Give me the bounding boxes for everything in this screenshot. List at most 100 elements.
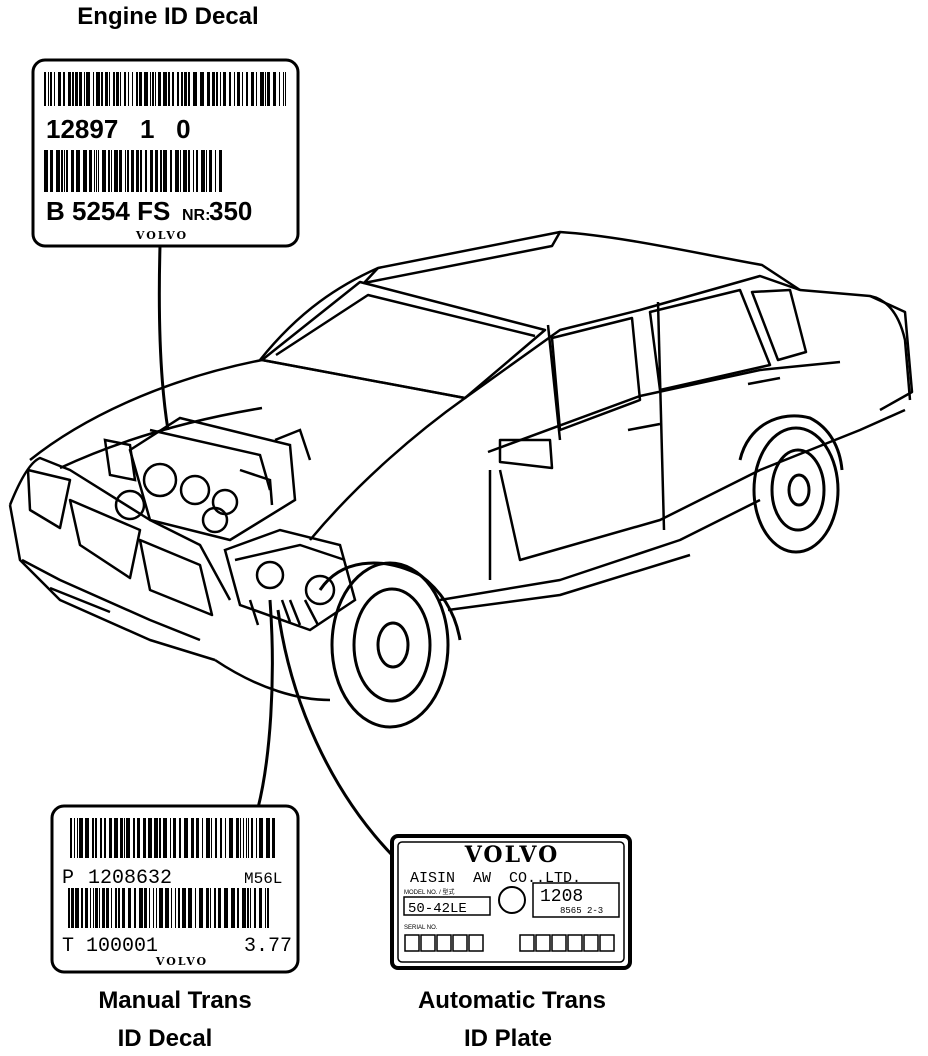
barcode-bar	[259, 818, 263, 858]
barcode-bar	[272, 818, 275, 858]
barcode-bar	[149, 888, 150, 928]
barcode-bar	[188, 888, 192, 928]
barcode-bar	[247, 888, 249, 928]
barcode-bar	[85, 818, 89, 858]
barcode-bar	[172, 72, 174, 106]
barcode-bar	[109, 72, 110, 106]
barcode-bar	[265, 888, 266, 928]
barcode-bar	[256, 818, 257, 858]
barcode-bar	[64, 150, 65, 192]
rear-wheel	[738, 414, 844, 554]
barcode-bar	[246, 72, 248, 106]
barcode-bar	[133, 818, 135, 858]
caption-manual-trans-line2: ID Decal	[118, 1025, 213, 1052]
barcode-bar	[98, 150, 99, 192]
barcode-bar	[178, 888, 180, 928]
manual-barcode-top	[70, 818, 275, 858]
manual-serial-prefix: P	[62, 867, 74, 890]
barcode-bar	[234, 72, 235, 106]
barcode-bar	[71, 888, 74, 928]
barcode-bar	[154, 818, 158, 858]
barcode-bar	[242, 888, 246, 928]
barcode-bar	[139, 72, 142, 106]
barcode-bar	[111, 150, 112, 192]
barcode-bar	[266, 818, 270, 858]
barcode-bar	[153, 888, 154, 928]
engine-assembly	[103, 416, 312, 542]
barcode-bar	[50, 72, 52, 106]
barcode-bar	[183, 150, 187, 192]
barcode-bar	[58, 72, 61, 106]
barcode-bar	[105, 72, 108, 106]
barcode-bar	[215, 818, 217, 858]
barcode-bar	[170, 818, 171, 858]
barcode-bar	[128, 72, 129, 106]
barcode-bar	[56, 150, 60, 192]
barcode-bar	[75, 888, 79, 928]
barcode-bar	[193, 72, 197, 106]
manual-trans-id-decal: P 1208632 M56L T 100001 3.77 VOLVO	[50, 804, 300, 974]
barcode-bar	[155, 150, 158, 192]
barcode-bar	[115, 888, 117, 928]
barcode-bar	[48, 72, 49, 106]
engine-nr-label: NR:	[182, 207, 210, 224]
barcode-bar	[131, 150, 134, 192]
barcode-bar	[212, 72, 215, 106]
barcode-bar	[124, 818, 125, 858]
barcode-bar	[96, 72, 100, 106]
barcode-bar	[118, 888, 120, 928]
leader-engine	[157, 245, 170, 431]
barcode-bar	[95, 888, 98, 928]
barcode-bar	[77, 818, 78, 858]
barcode-bar	[116, 72, 119, 106]
barcode-bar	[200, 72, 204, 106]
barcode-bar	[206, 888, 209, 928]
barcode-bar	[144, 888, 147, 928]
barcode-bar	[250, 888, 251, 928]
barcode-bar	[229, 72, 231, 106]
barcode-bar	[108, 150, 110, 192]
barcode-bar	[150, 150, 153, 192]
barcode-bar	[224, 888, 228, 928]
barcode-bar	[179, 818, 181, 858]
engine-code-line: 12897 1 0	[46, 114, 191, 144]
barcode-bar	[175, 888, 176, 928]
barcode-bar	[76, 150, 80, 192]
barcode-bar	[86, 72, 90, 106]
barcode-bar	[265, 72, 266, 106]
barcode-bar	[223, 72, 226, 106]
barcode-bar	[145, 150, 147, 192]
manual-code-prefix: T	[62, 935, 74, 958]
barcode-bar	[207, 72, 210, 106]
barcode-bar	[93, 888, 94, 928]
barcode-bar	[125, 150, 126, 192]
manual-decal-brand: VOLVO	[155, 955, 208, 968]
barcode-bar	[44, 150, 48, 192]
barcode-bar	[106, 888, 109, 928]
barcode-bar	[220, 72, 221, 106]
barcode-bar	[202, 818, 203, 858]
barcode-bar	[114, 818, 118, 858]
barcode-bar	[188, 72, 190, 106]
barcode-bar	[152, 72, 154, 106]
barcode-bar	[193, 150, 194, 192]
barcode-bar	[140, 150, 142, 192]
barcode-bar	[246, 818, 247, 858]
auto-plate-serial-caption: SERIAL NO.	[404, 925, 438, 931]
barcode-bar	[113, 72, 115, 106]
barcode-bar	[182, 888, 186, 928]
barcode-bar	[126, 818, 130, 858]
barcode-bar	[180, 150, 181, 192]
barcode-bar	[191, 818, 194, 858]
barcode-bar	[225, 818, 226, 858]
barcode-bar	[71, 150, 74, 192]
barcode-bar	[139, 888, 143, 928]
barcode-bar	[155, 72, 156, 106]
barcode-bar	[70, 818, 72, 858]
barcode-bar	[85, 888, 88, 928]
barcode-bar	[175, 150, 179, 192]
barcode-bar	[216, 72, 218, 106]
barcode-bar	[251, 818, 253, 858]
leader-auto	[276, 609, 394, 857]
barcode-bar	[237, 72, 240, 106]
